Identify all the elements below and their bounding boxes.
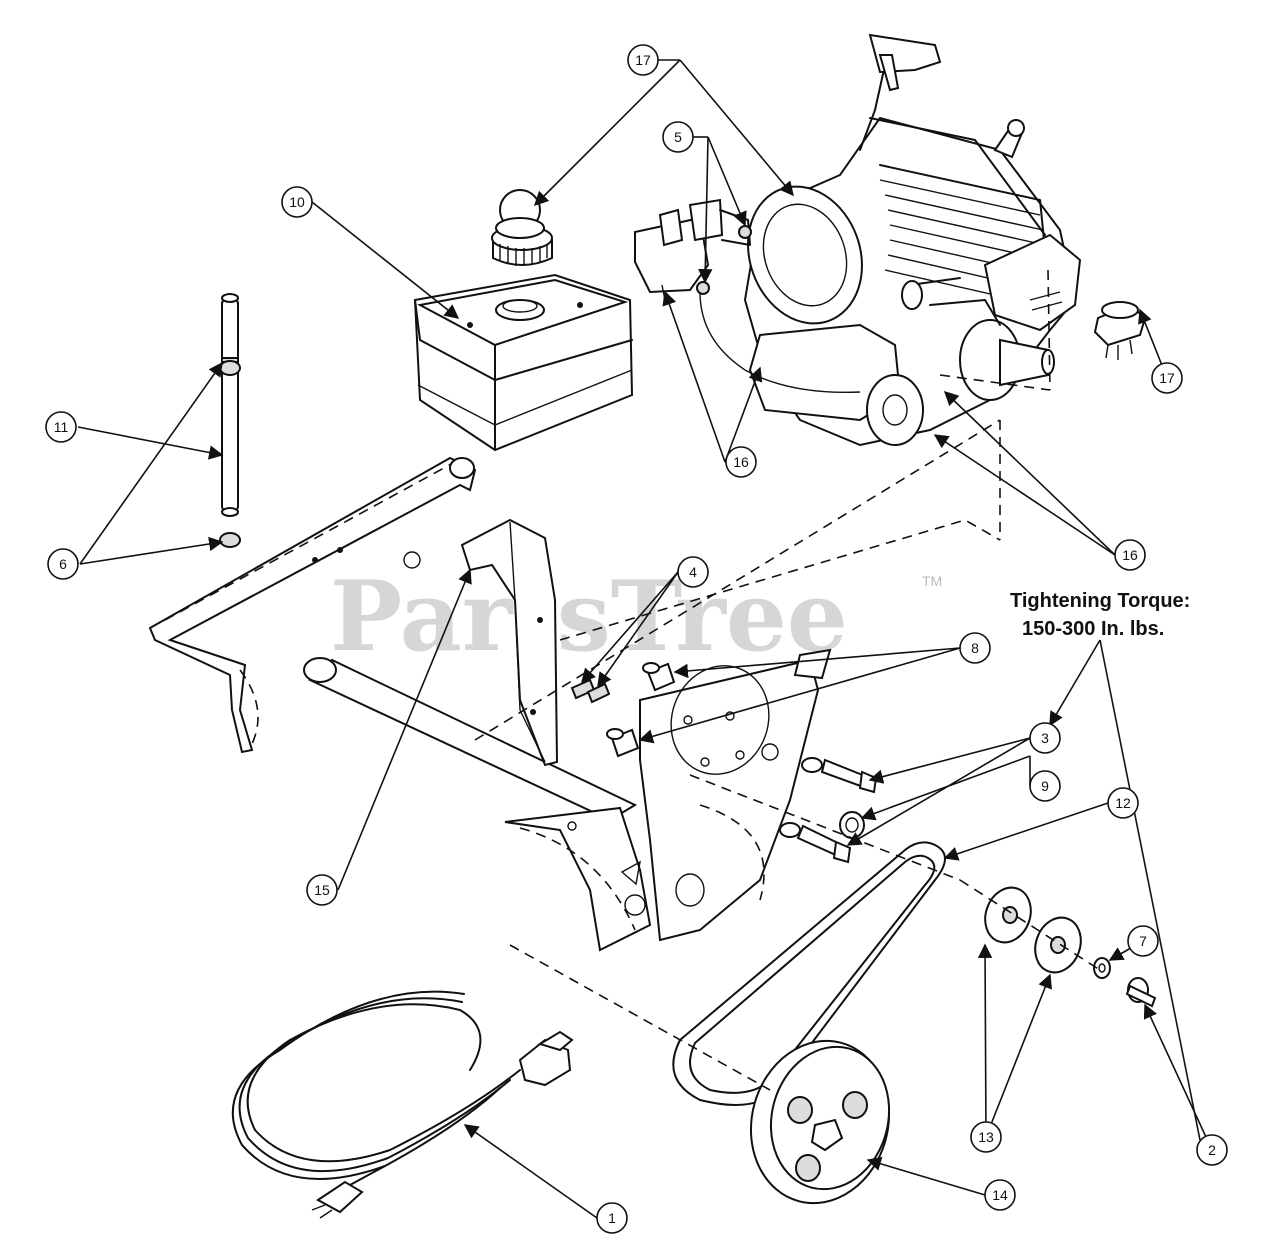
- callout-label: 14: [992, 1187, 1008, 1203]
- belt-guides: [984, 886, 1082, 974]
- torque-note-line1: Tightening Torque:: [1010, 590, 1190, 612]
- watermark-trademark: TM: [922, 573, 942, 589]
- callout-15: 15: [306, 874, 338, 906]
- engine: [743, 33, 1082, 447]
- bolts-3: [779, 757, 878, 864]
- callout-10: 10: [281, 186, 313, 218]
- callout-label: 16: [733, 454, 749, 470]
- belt: [672, 841, 946, 1106]
- spacers-8: [606, 648, 832, 758]
- callout-label: 3: [1041, 730, 1049, 746]
- callout-16-wires: 16: [725, 446, 757, 478]
- callout-13: 13: [970, 1121, 1002, 1153]
- starter-button: [1093, 301, 1147, 360]
- callout-label: 13: [978, 1129, 994, 1145]
- fuel-cap: [491, 189, 553, 266]
- lock-washer-9: [839, 811, 865, 839]
- watermark: PartsTree: [330, 560, 848, 673]
- callout-label: 16: [1122, 547, 1138, 563]
- callout-5: 5: [662, 121, 708, 153]
- callout-label: 6: [59, 556, 67, 572]
- callout-4: 4: [677, 556, 709, 588]
- callout-1: 1: [596, 1202, 628, 1234]
- spacer-rod: [221, 293, 239, 517]
- torque-note-line2: 150-300 In. lbs.: [1022, 618, 1164, 640]
- callout-2: 2: [1196, 1134, 1228, 1166]
- callout-17-fuel-cap-engine: 17: [627, 44, 680, 76]
- callout-label: 2: [1208, 1142, 1216, 1158]
- fuel-tank: [413, 273, 634, 452]
- callout-16-bolts: 16: [1114, 539, 1146, 571]
- callout-label: 17: [635, 52, 651, 68]
- callout-label: 15: [314, 882, 330, 898]
- callout-label: 7: [1139, 933, 1147, 949]
- callout-label: 17: [1159, 370, 1175, 386]
- torque-note: Tightening Torque: 150-300 In. lbs.: [1010, 590, 1190, 640]
- power-cord: [231, 990, 574, 1219]
- pulley: [749, 1039, 891, 1205]
- frame: [148, 456, 820, 952]
- callout-6: 6: [47, 548, 79, 580]
- callout-label: 9: [1041, 778, 1049, 794]
- callout-label: 8: [971, 640, 979, 656]
- callout-12: 12: [1107, 787, 1139, 819]
- callout-label: 10: [289, 194, 305, 210]
- callout-9: 9: [1029, 756, 1061, 802]
- callout-label: 1: [608, 1210, 616, 1226]
- callout-label: 4: [689, 564, 697, 580]
- callout-label: 12: [1115, 795, 1131, 811]
- callout-label: 11: [54, 419, 69, 435]
- callout-14: 14: [984, 1179, 1016, 1211]
- callout-7: 7: [1127, 925, 1159, 957]
- leader-lines: [77, 59, 1213, 1219]
- washer-7: [1093, 957, 1111, 979]
- bolt-2: [1125, 977, 1157, 1008]
- bolts-4: [570, 678, 611, 704]
- callout-11: 11: [45, 411, 77, 443]
- callout-8: 8: [959, 632, 991, 664]
- callout-3: 3: [1029, 722, 1061, 754]
- callout-label: 5: [674, 129, 682, 145]
- callout-17-starter: 17: [1151, 362, 1183, 394]
- alignment-lines: [474, 269, 1101, 1091]
